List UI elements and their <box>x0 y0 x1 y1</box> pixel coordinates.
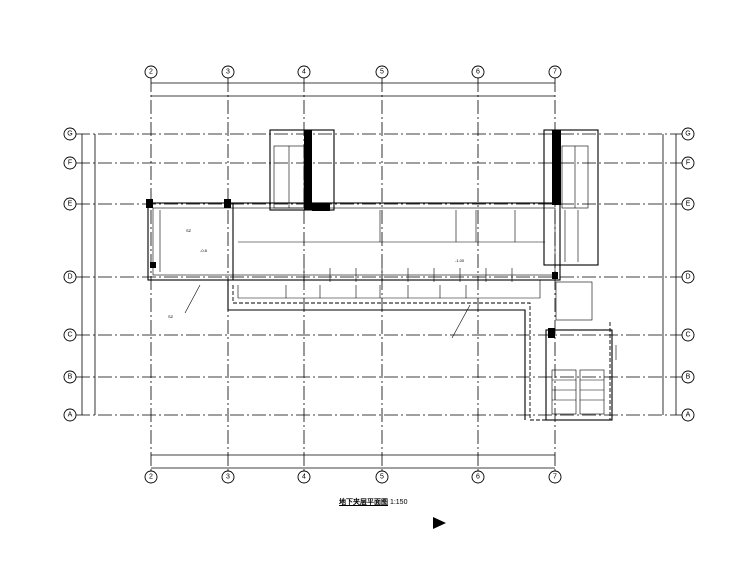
column-axis-bubbles-bottom: 2 3 4 5 6 7 <box>144 470 562 484</box>
column-axis-bubbles-top: 2 3 4 5 6 7 <box>144 65 562 79</box>
axis-label: 4 <box>302 69 306 76</box>
note-elev-1: -0.8 <box>200 248 208 253</box>
play-arrow-icon[interactable] <box>433 517 446 529</box>
axis-label: 4 <box>302 474 306 481</box>
note-sz-2: SZ <box>168 314 174 319</box>
plan-notes: SZ SZ -0.8 -1.00 <box>168 228 465 319</box>
row-axis-bubbles-left: G F E D C B A <box>63 127 77 422</box>
axis-label: 5 <box>380 474 384 481</box>
building-walls <box>146 129 617 421</box>
note-elev-2: -1.00 <box>455 258 465 263</box>
axis-label: A <box>68 412 73 419</box>
axis-label: 6 <box>476 69 480 76</box>
axis-label: 3 <box>226 69 230 76</box>
axis-label: B <box>686 374 691 381</box>
axis-label: F <box>686 160 690 167</box>
axis-label: 3 <box>226 474 230 481</box>
axis-label: E <box>68 201 73 208</box>
axis-label: E <box>686 201 691 208</box>
axis-label: G <box>685 131 690 138</box>
axis-label: A <box>686 412 691 419</box>
axis-label: C <box>685 332 690 339</box>
axis-label: B <box>68 374 73 381</box>
axis-label: G <box>67 131 72 138</box>
drawing-title: 地下夹层平面图 1:150 <box>339 497 407 507</box>
axis-label: 2 <box>149 474 153 481</box>
axis-label: C <box>67 332 72 339</box>
dimension-lines <box>81 82 677 469</box>
axis-label: F <box>68 160 72 167</box>
axis-label: 7 <box>553 69 557 76</box>
axis-label: 5 <box>380 69 384 76</box>
axis-label: D <box>685 274 690 281</box>
note-sz-1: SZ <box>186 228 192 233</box>
row-grid-lines <box>76 133 682 416</box>
axis-label: D <box>67 274 72 281</box>
axis-label: 6 <box>476 474 480 481</box>
axis-label: 2 <box>149 69 153 76</box>
row-axis-bubbles-right: G F E D C B A <box>681 127 695 422</box>
drawing-title-main: 地下夹层平面图 <box>339 499 388 506</box>
drawing-scale: 1:150 <box>389 499 408 506</box>
axis-label: 7 <box>553 474 557 481</box>
